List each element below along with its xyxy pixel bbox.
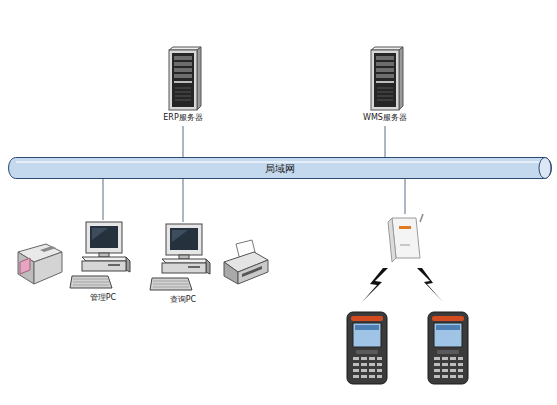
device-label: WMS服务器	[363, 112, 407, 123]
server-node: WMS服务器	[350, 46, 420, 126]
computer-node: 查询PC	[148, 222, 218, 308]
handheld-terminal	[428, 312, 468, 384]
computer-node: 管理PC	[68, 220, 138, 306]
pc-icon	[148, 222, 218, 294]
device-label: ERP服务器	[163, 112, 202, 123]
server-icon	[148, 46, 218, 112]
office-printer	[224, 240, 268, 284]
network-band: 局域网	[8, 157, 552, 179]
network-link	[385, 126, 386, 157]
device-label: 查询PC	[170, 294, 196, 305]
network-label: 局域网	[265, 163, 295, 174]
network-link	[103, 179, 104, 220]
server-node: ERP服务器	[148, 46, 218, 126]
wireless-signal	[417, 268, 443, 302]
pc-icon	[68, 220, 138, 292]
network-link	[183, 126, 184, 157]
handheld-terminal	[347, 312, 387, 384]
server-icon	[350, 46, 420, 112]
network-wire	[405, 178, 406, 216]
device-label: 管理PC	[90, 292, 116, 303]
network-link	[183, 179, 184, 222]
wireless-signal	[362, 268, 388, 302]
label-printer	[18, 244, 62, 284]
access-point	[377, 214, 425, 266]
